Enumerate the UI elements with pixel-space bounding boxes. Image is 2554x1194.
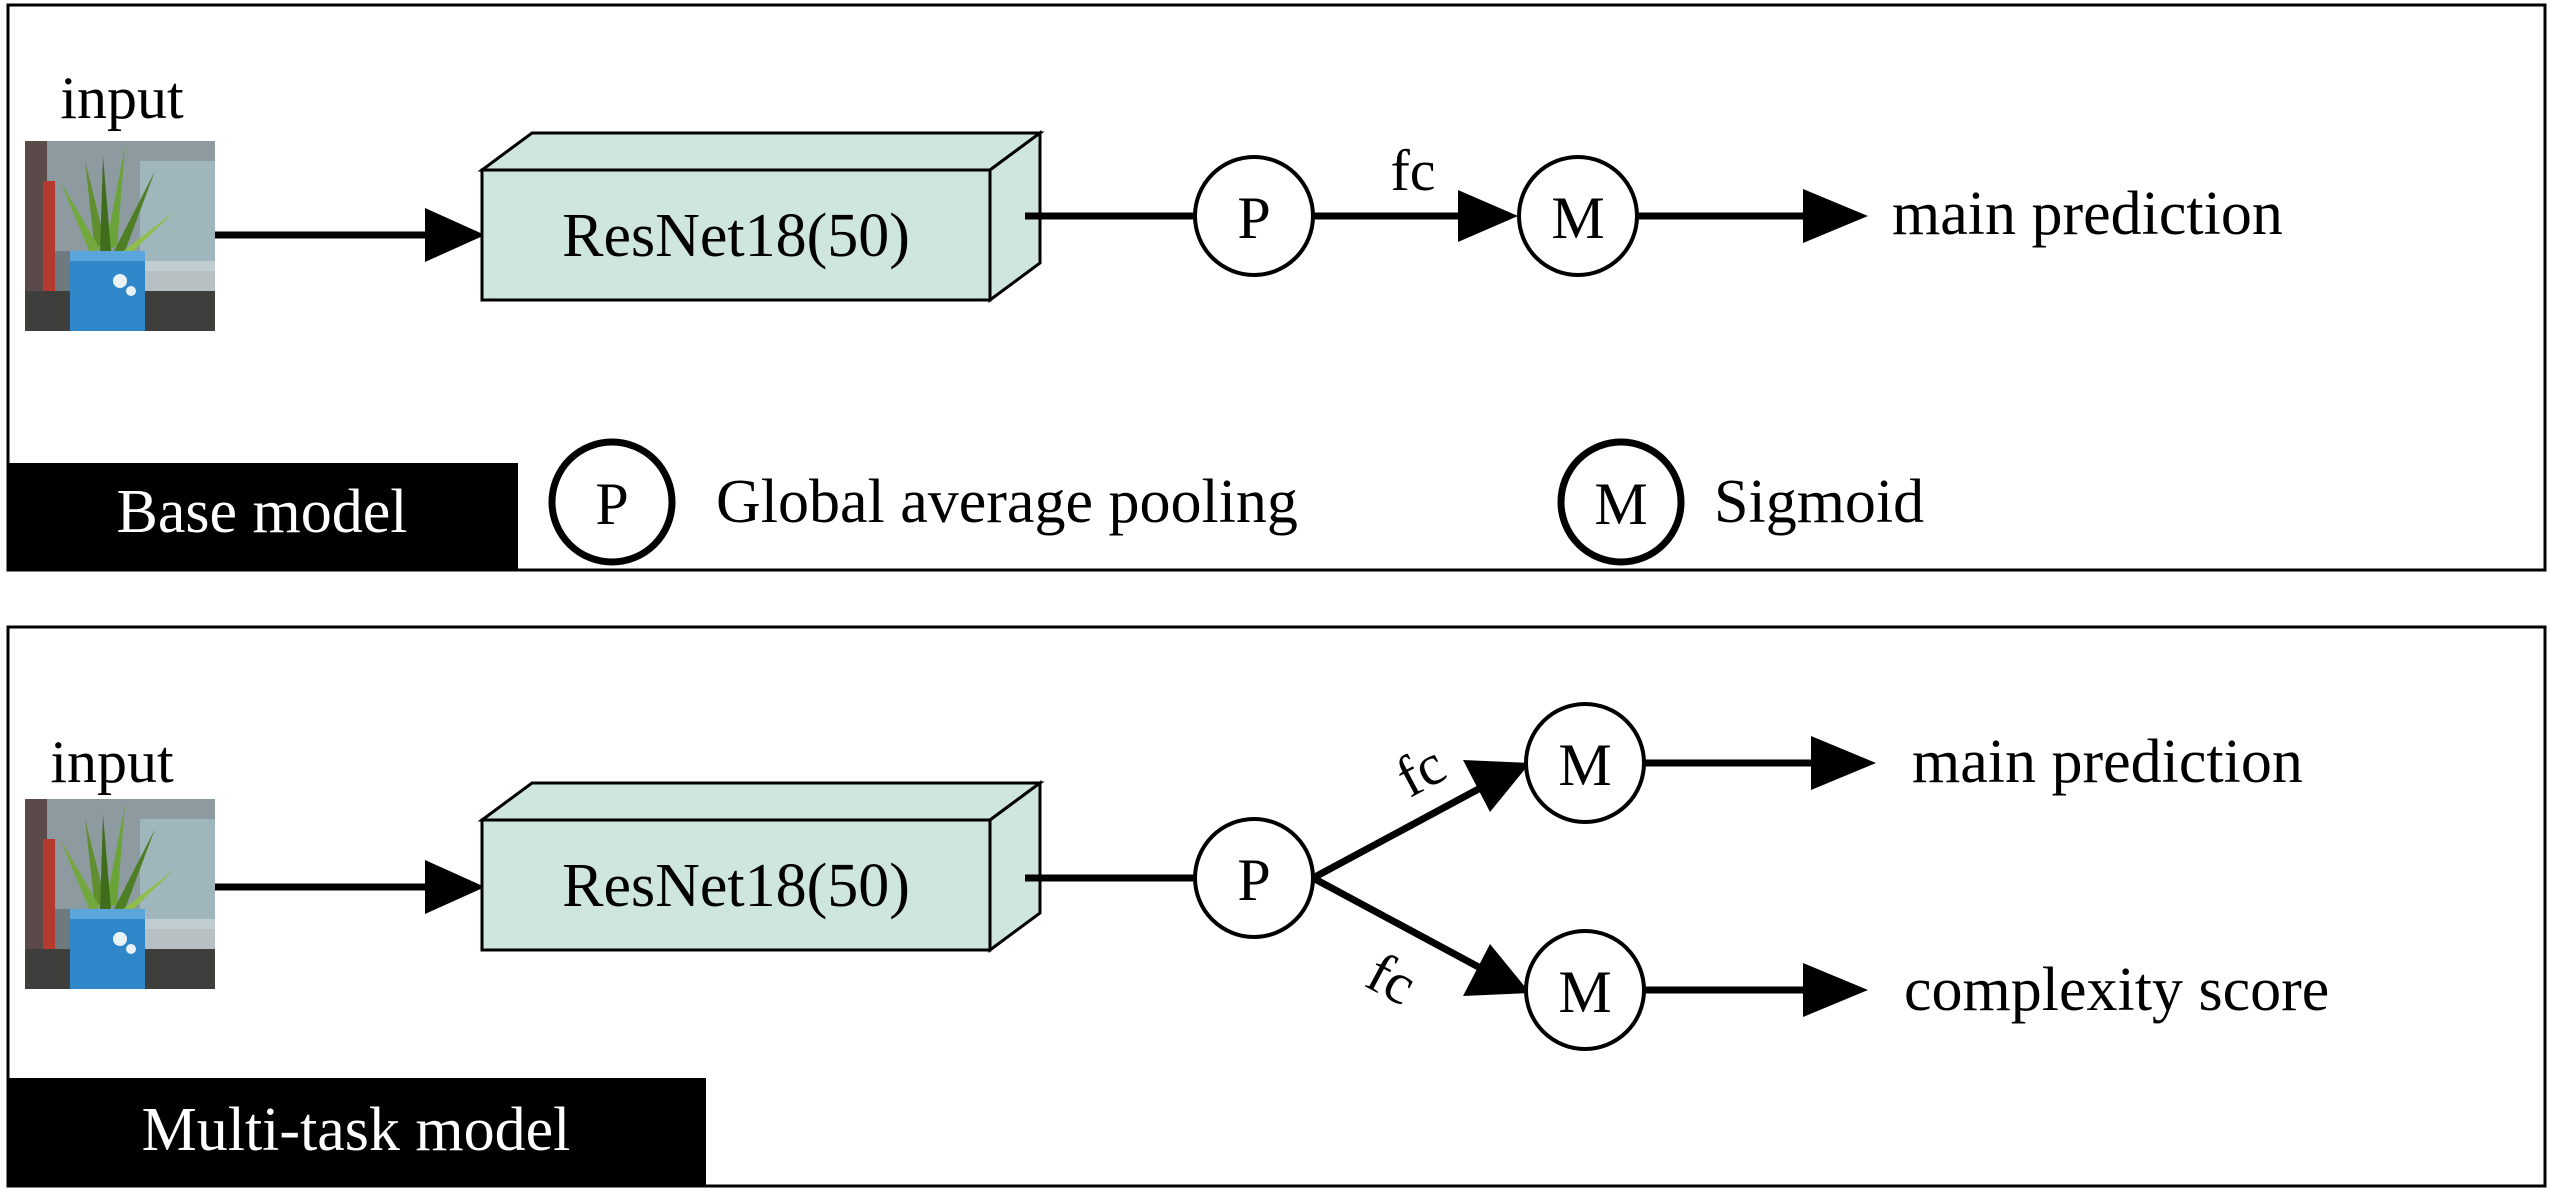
multitask-lower-output-arrowhead	[1803, 963, 1868, 1017]
multitask-lower-branch-arrowhead	[1463, 944, 1530, 996]
multitask-pool-symbol: P	[1237, 847, 1270, 913]
multitask-upper-output-arrowhead	[1811, 736, 1876, 790]
multitask-sigmoid-upper-symbol: M	[1558, 732, 1611, 798]
multitask-model-panel: input ResNet18(50) P fc fc M M main pred…	[6, 625, 2547, 1188]
legend-pool-symbol: P	[595, 471, 628, 537]
multitask-output-lower-label: complexity score	[1904, 956, 2329, 1024]
multitask-title-bar	[8, 1078, 706, 1186]
multitask-lower-branch-arrow	[1311, 874, 1488, 975]
legend-pool-text: Global average pooling	[716, 468, 1298, 536]
legend-sigmoid-icon	[1557, 438, 1685, 566]
legend-sigmoid-text: Sigmoid	[1714, 468, 1924, 536]
multitask-backbone-block: ResNet18(50)	[477, 780, 1045, 953]
multitask-backbone-label: ResNet18(50)	[562, 852, 910, 920]
base-backbone-label: ResNet18(50)	[562, 202, 910, 270]
base-model-panel: input ResNet18(50) P fc M main predictio…	[6, 3, 2547, 572]
base-input-image	[25, 141, 215, 331]
base-pool-symbol: P	[1237, 185, 1270, 251]
multitask-upper-branch-arrow	[1311, 781, 1488, 882]
base-pool-to-sigmoid-arrowhead	[1458, 190, 1518, 242]
base-input-label: input	[60, 65, 184, 131]
multitask-input-arrowhead	[425, 860, 485, 914]
legend-pool-icon	[548, 438, 676, 566]
multitask-fc-lower-label: fc	[1357, 939, 1427, 1018]
multitask-input-image	[25, 799, 215, 989]
legend-sigmoid-symbol: M	[1594, 471, 1647, 537]
base-input-arrowhead	[425, 208, 485, 262]
base-fc-label: fc	[1390, 138, 1435, 203]
multitask-input-label: input	[50, 729, 174, 795]
multitask-panel-frame	[6, 625, 2547, 1188]
multitask-sigmoid-lower-symbol: M	[1558, 959, 1611, 1025]
base-panel-frame	[6, 3, 2547, 572]
base-backbone-block: ResNet18(50)	[477, 130, 1045, 303]
multitask-output-upper-label: main prediction	[1912, 728, 2303, 796]
base-sigmoid-symbol: M	[1551, 185, 1604, 251]
base-panel-title: Base model	[117, 478, 408, 546]
base-title-bar	[8, 463, 518, 570]
base-output-arrowhead	[1803, 189, 1868, 243]
multitask-panel-title: Multi-task model	[142, 1096, 571, 1164]
base-output-label: main prediction	[1892, 180, 2283, 248]
multitask-fc-upper-label: fc	[1385, 731, 1455, 810]
multitask-upper-branch-arrowhead	[1463, 760, 1530, 812]
